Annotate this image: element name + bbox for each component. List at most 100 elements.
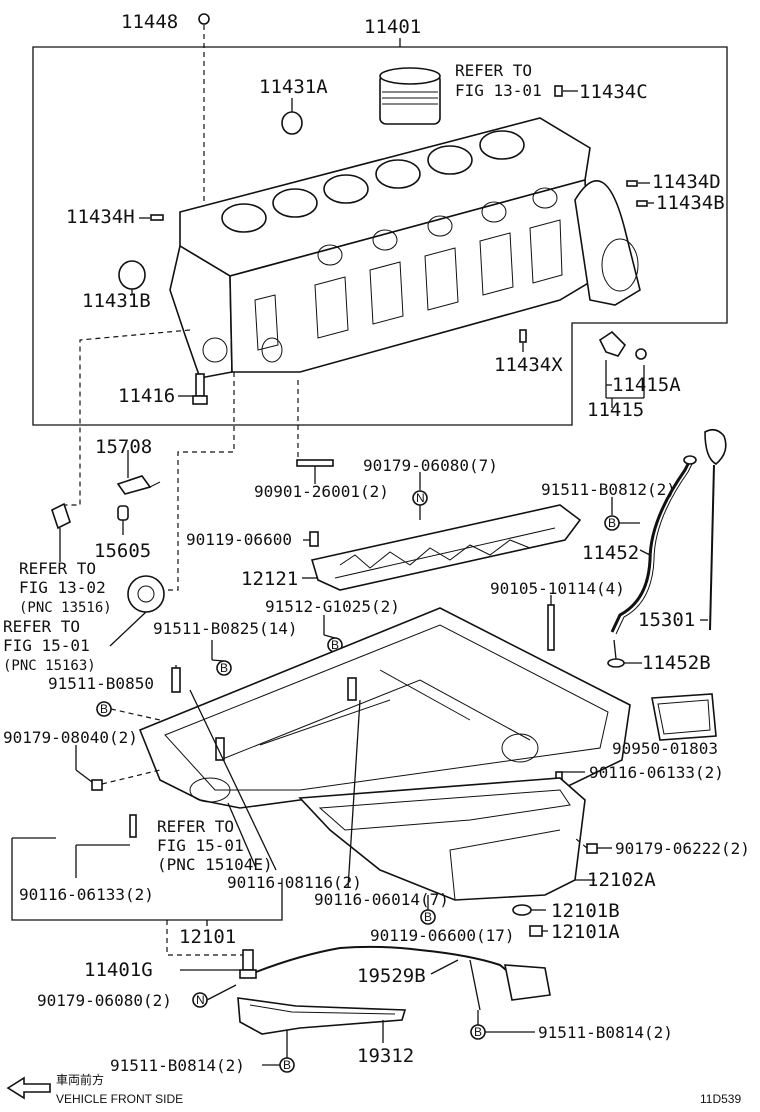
dash-block-to-ref1302 <box>62 329 191 506</box>
label-11415A: 11415A <box>612 374 681 396</box>
label-refer-15-01-line3: (PNC 15163) <box>3 658 96 674</box>
dash-block-to-90901 <box>297 380 318 463</box>
label-91511-B0812-2: 91511-B0812(2) <box>541 480 676 499</box>
plug-11448 <box>198 13 210 210</box>
label-90119-06600: 90119-06600 <box>186 530 292 549</box>
plug-11431A <box>281 111 303 135</box>
label-refer-15104-line2: FIG 15-01 <box>157 836 244 855</box>
label-refer-13-02-line2: FIG 13-02 <box>19 578 106 597</box>
label-12101A: 12101A <box>551 921 620 943</box>
label-90116-06014-7: 90116-06014(7) <box>314 890 449 909</box>
label-11401G: 11401G <box>84 959 153 981</box>
drain-plug-12101A <box>529 925 548 937</box>
label-refer-15104-line3: (PNC 15104E) <box>157 855 273 874</box>
valve-15605 <box>117 505 129 535</box>
label-refer-15-01-line2: FIG 15-01 <box>3 636 90 655</box>
nut-90179-06222 <box>574 837 612 854</box>
label-11416: 11416 <box>118 385 175 407</box>
pin-11434H <box>139 214 164 221</box>
label-90179-06080-7: 90179-06080(7) <box>363 456 498 475</box>
marker-b-91511-B0814-left: B <box>262 1030 295 1073</box>
piston-ref <box>379 67 441 125</box>
stud-90116-06133-left <box>76 814 137 846</box>
svg-text:B: B <box>100 702 108 716</box>
svg-text:B: B <box>424 910 432 924</box>
bracket-15708 <box>116 450 161 495</box>
label-refer-13-02-line3: (PNC 13516) <box>19 600 112 616</box>
gasket-12101B <box>512 904 546 916</box>
engine-block <box>169 117 641 379</box>
block-group-frame <box>32 46 728 426</box>
label-12101B: 12101B <box>551 900 620 922</box>
label-91511-B0814-2-right: 91511-B0814(2) <box>538 1023 673 1042</box>
pin-90901-26001 <box>296 459 334 484</box>
label-12121: 12121 <box>241 568 298 590</box>
label-15605: 15605 <box>94 540 151 562</box>
oil-level-guide-11452 <box>610 455 697 635</box>
marker-b-91511-B0850: B <box>96 701 161 721</box>
dash-block-to-15708 <box>160 372 235 591</box>
label-90901-26001-2: 90901-26001(2) <box>254 482 389 501</box>
label-11431A: 11431A <box>259 76 328 98</box>
marker-b-91511-B0812: B <box>604 497 640 531</box>
label-11434X: 11434X <box>494 354 563 376</box>
label-19529B: 19529B <box>357 965 426 987</box>
bolt-90119-06600 <box>303 531 319 547</box>
label-refer-13-01-line1: REFER TO <box>455 61 532 80</box>
label-19312: 19312 <box>357 1045 414 1067</box>
svg-text:B: B <box>220 661 228 675</box>
pin-11434X <box>519 329 527 352</box>
label-91511-B0850: 91511-B0850 <box>48 674 154 693</box>
label-12101: 12101 <box>179 926 236 948</box>
marker-b-91511-B0825: B <box>211 640 232 676</box>
plug-90950-01803 <box>651 693 717 741</box>
bracket-ref-13-02 <box>51 502 71 562</box>
sensor-11401G <box>180 949 257 979</box>
label-11434H: 11434H <box>66 206 135 228</box>
label-11452B: 11452B <box>642 652 711 674</box>
gear-ref-15-01 <box>109 575 165 647</box>
baffle-plate-12121 <box>302 504 582 591</box>
marker-n-letter: N <box>416 491 425 505</box>
label-refer-15-01-line1: REFER TO <box>3 617 80 636</box>
label-11401: 11401 <box>364 16 421 38</box>
oil-pan-lower-12102A <box>298 777 586 901</box>
label-90179-06222-2: 90179-06222(2) <box>615 839 750 858</box>
wire-harness-19529B <box>255 945 551 1011</box>
label-90950-01803: 90950-01803 <box>612 739 718 758</box>
stud-90105-10114 <box>547 595 555 651</box>
marker-n-90179-06080-2: N <box>192 984 237 1008</box>
label-11415: 11415 <box>587 399 644 421</box>
label-90116-06133-2-right: 90116-06133(2) <box>589 763 724 782</box>
bolt-11416 <box>178 373 208 405</box>
marker-b-91511-B0814-right: B <box>470 1010 535 1040</box>
svg-text:B: B <box>283 1058 291 1072</box>
svg-text:B: B <box>474 1025 482 1039</box>
label-11448: 11448 <box>121 11 178 33</box>
marker-b-90119-06600-17: B <box>420 895 436 925</box>
label-90116-08116-2: 90116-08116(2) <box>227 873 362 892</box>
pin-11434B <box>636 200 654 207</box>
marker-b-letter: B <box>608 516 616 530</box>
footer-vehicle-front: VEHICLE FRONT SIDE <box>56 1092 183 1106</box>
label-refer-13-02-line1: REFER TO <box>19 559 96 578</box>
svg-text:N: N <box>196 993 205 1007</box>
label-90179-06080-2: 90179-06080(2) <box>37 991 172 1010</box>
pin-11434D <box>626 180 650 187</box>
label-15708: 15708 <box>95 436 152 458</box>
label-11431B: 11431B <box>82 290 151 312</box>
label-91512-G1025-2: 91512-G1025(2) <box>265 597 400 616</box>
marker-b-91512-G1025: B <box>323 615 343 653</box>
vehicle-front-arrow-icon <box>6 1076 51 1100</box>
protector-19312 <box>237 997 407 1043</box>
label-11434C: 11434C <box>579 81 648 103</box>
label-11434B: 11434B <box>656 192 725 214</box>
label-90179-08040-2: 90179-08040(2) <box>3 728 138 747</box>
label-11434D: 11434D <box>652 171 721 193</box>
footer-diagram-code: 11D539 <box>700 1092 741 1106</box>
label-91511-B0825-14: 91511-B0825(14) <box>153 619 298 638</box>
label-12102A: 12102A <box>587 869 656 891</box>
oil-nozzle-11415 <box>598 330 647 408</box>
marker-n-90179-06080-7: N <box>412 472 428 520</box>
